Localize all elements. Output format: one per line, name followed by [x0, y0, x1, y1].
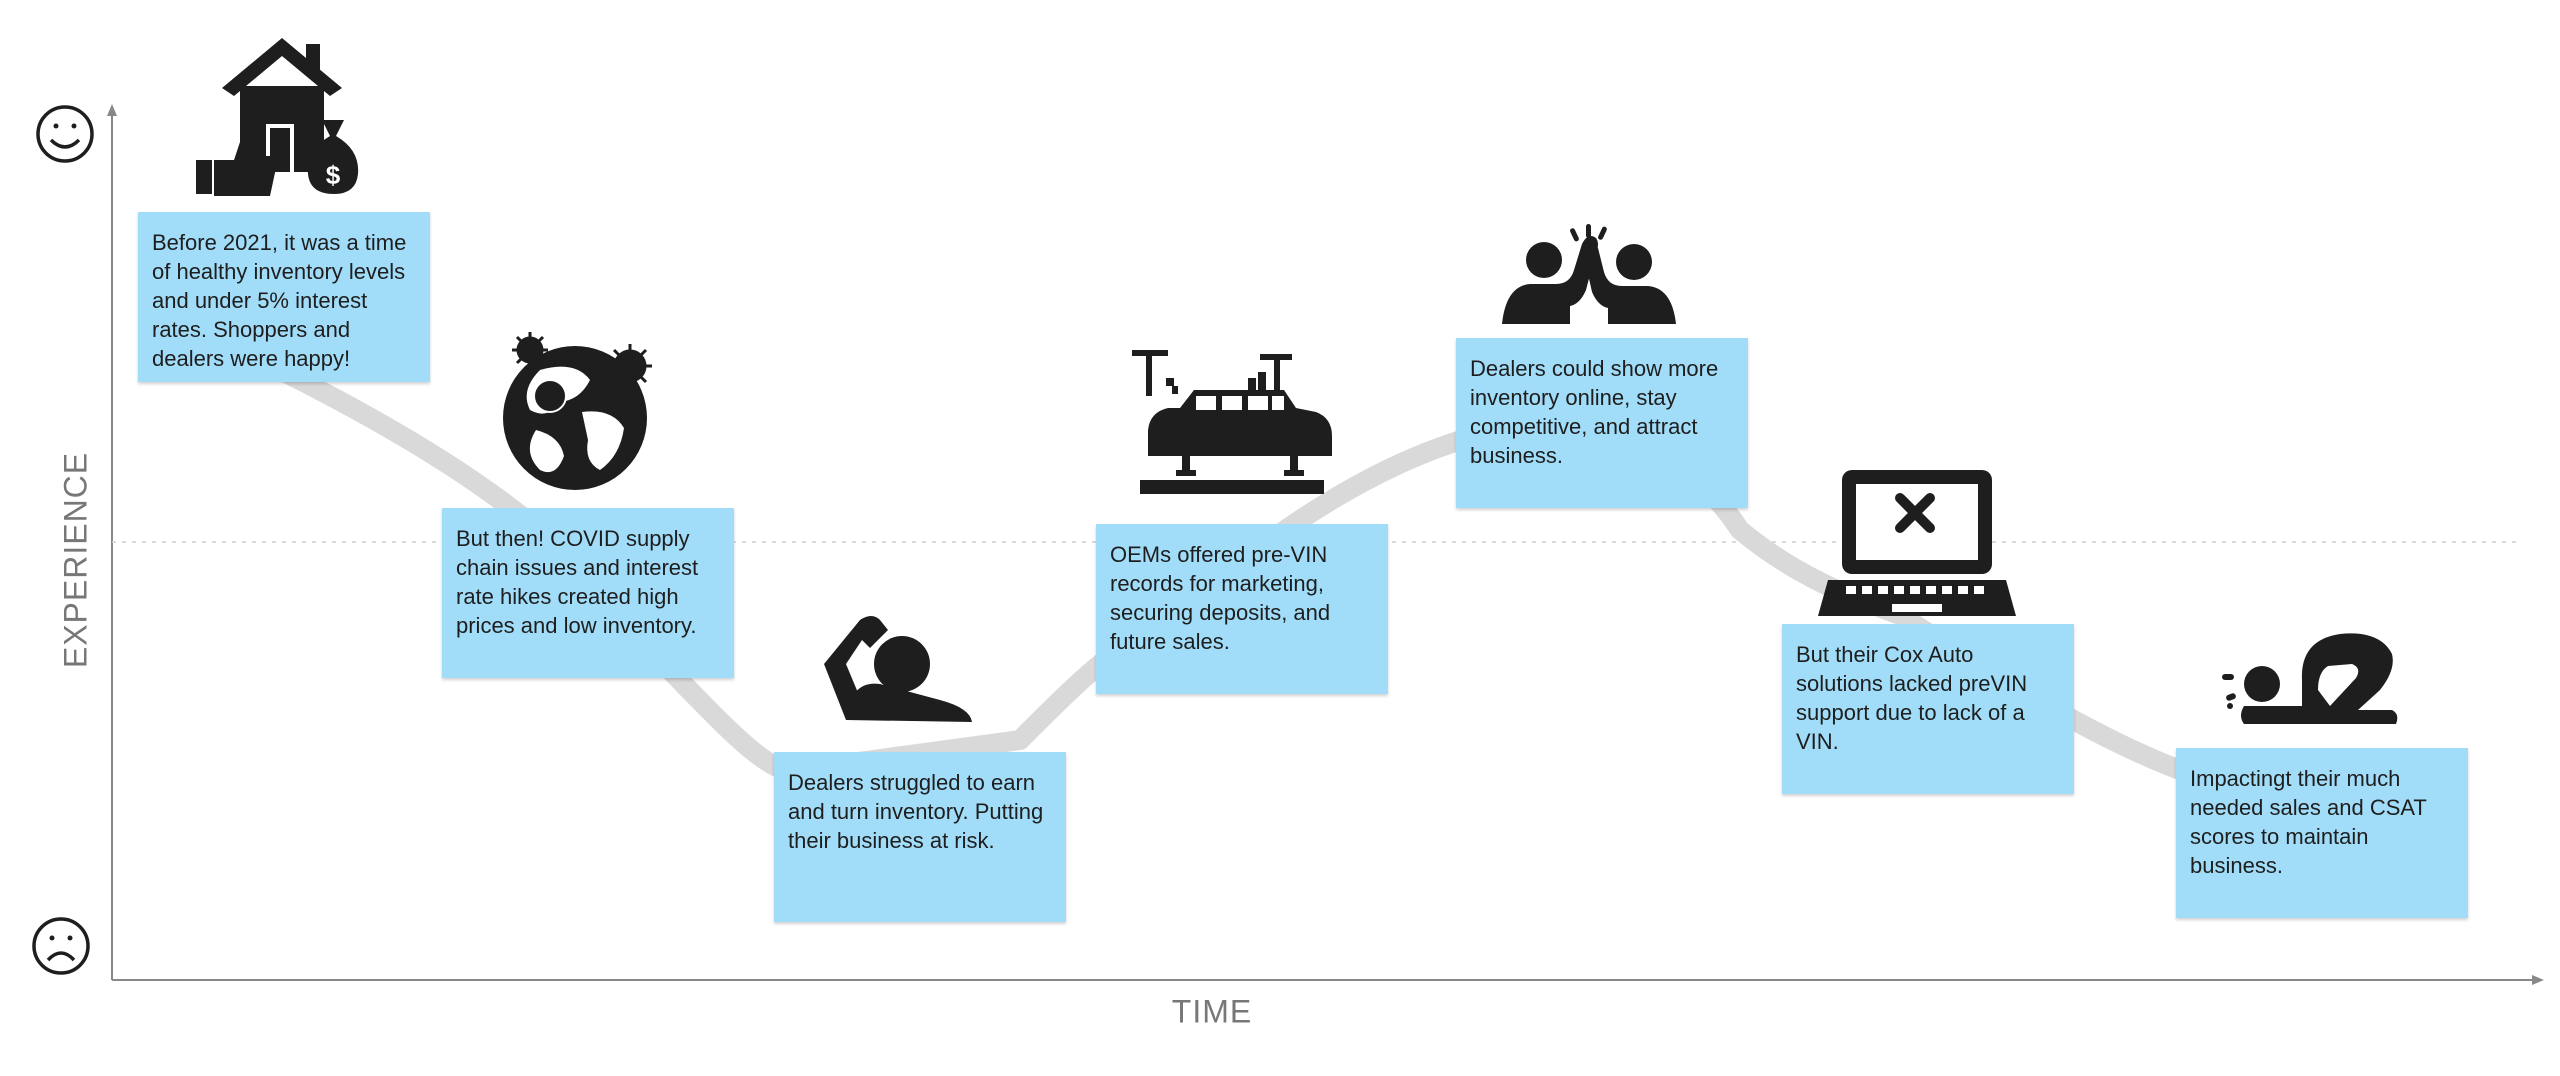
laptop-error-icon: [1818, 470, 2016, 616]
crying-person-icon: [2222, 633, 2398, 724]
stage-note-4: OEMs offered pre-VIN records for marketi…: [1096, 524, 1388, 694]
stage-note-2: But then! COVID supply chain issues and …: [442, 508, 734, 678]
high-five-icon: [1502, 224, 1676, 324]
stage-note-5: Dealers could show more inventory online…: [1456, 338, 1748, 508]
stage-note-1: Before 2021, it was a time of healthy in…: [138, 212, 430, 382]
house-money-thumbs-up-icon: $: [196, 38, 359, 196]
x-axis-arrow: [2532, 975, 2544, 985]
happy-face-icon: [36, 105, 94, 163]
stage-note-3: Dealers struggled to earn and turn inven…: [774, 752, 1066, 922]
y-axis-label: EXPERIENCE: [57, 451, 94, 669]
y-axis-arrow: [107, 104, 117, 116]
exhausted-person-icon: [824, 616, 972, 722]
stage-note-7: Impactingt their much needed sales and C…: [2176, 748, 2468, 918]
sad-face-icon: [32, 917, 90, 975]
svg-text:$: $: [326, 160, 341, 190]
covid-globe-icon: [503, 332, 652, 490]
car-assembly-icon: [1132, 350, 1332, 494]
stage-note-6: But their Cox Auto solutions lacked preV…: [1782, 624, 2074, 794]
x-axis-label: TIME: [1171, 993, 1253, 1030]
